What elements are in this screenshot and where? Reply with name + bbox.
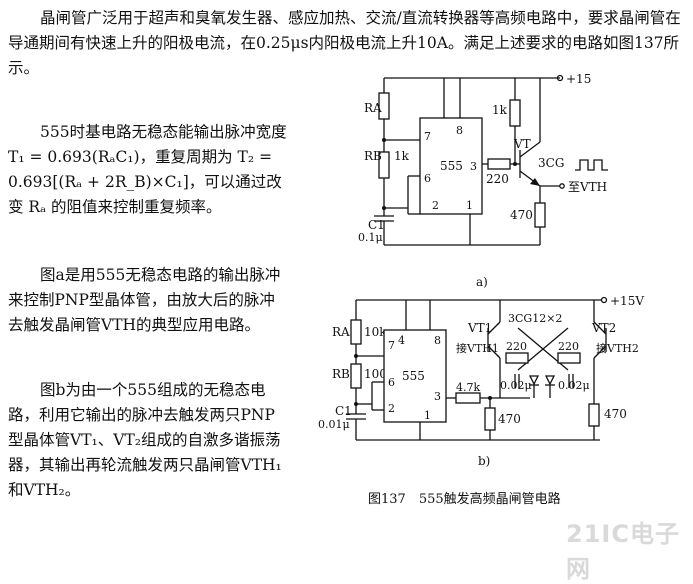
svg-text:RA: RA xyxy=(364,101,382,115)
svg-text:0.1μ: 0.1μ xyxy=(358,231,383,244)
svg-text:6: 6 xyxy=(424,172,431,185)
svg-text:b): b) xyxy=(478,454,490,468)
svg-text:3: 3 xyxy=(434,390,441,403)
svg-text:3: 3 xyxy=(470,160,477,173)
ic-555-b xyxy=(383,329,447,423)
svg-text:接VTH2: 接VTH2 xyxy=(596,342,639,355)
svg-text:RB: RB xyxy=(364,149,382,163)
resistor-rb-b xyxy=(350,363,362,389)
resistor-ra-b xyxy=(350,319,362,345)
diode-2 xyxy=(544,375,556,386)
svg-text:0.02μ: 0.02μ xyxy=(500,379,532,392)
svg-text:470: 470 xyxy=(604,407,627,421)
svg-text:0.02μ: 0.02μ xyxy=(558,379,590,392)
svg-text:C1: C1 xyxy=(335,404,352,418)
circuit-a-diagram: +15 RA RB 1k 555 7 8 6 3 2 1 C1 0.1μ 220… xyxy=(358,72,608,289)
resistor-220-b1 xyxy=(505,352,529,364)
svg-text:7: 7 xyxy=(424,130,431,143)
ic-555-a xyxy=(419,117,483,215)
resistor-4k7 xyxy=(455,392,481,404)
svg-text:1k: 1k xyxy=(492,103,508,117)
svg-text:1: 1 xyxy=(466,199,473,212)
supply-label: +15 xyxy=(566,72,591,86)
circuit-b-diagram: +15V RA 10k RB 100 555 7 4 8 6 3 2 1 C1 … xyxy=(318,294,644,468)
timing-paragraph: 555时基电路无稳态能输出脉冲宽度 T₁ = 0.693(RₐC₁)，重复周期为… xyxy=(8,123,287,216)
resistor-220-b2 xyxy=(557,352,581,364)
svg-text:6: 6 xyxy=(388,376,395,389)
resistor-470-b2 xyxy=(588,403,600,427)
svg-text:555: 555 xyxy=(402,369,425,383)
svg-text:RB: RB xyxy=(332,367,350,381)
svg-text:RA: RA xyxy=(332,325,350,339)
svg-text:3CG12×2: 3CG12×2 xyxy=(508,312,562,325)
svg-text:7: 7 xyxy=(388,339,395,352)
figure-a-paragraph: 图a是用555无稳态电路的输出脉冲来控制PNP型晶体管，由放大后的脉冲去触发晶闸… xyxy=(8,266,281,334)
resistor-470-b1 xyxy=(484,407,496,431)
svg-text:3CG: 3CG xyxy=(538,156,564,170)
svg-text:8: 8 xyxy=(434,334,441,347)
svg-text:VT: VT xyxy=(513,137,531,151)
diode-1 xyxy=(528,375,540,386)
svg-text:C1: C1 xyxy=(368,218,385,232)
svg-text:470: 470 xyxy=(510,208,533,222)
svg-text:4.7k: 4.7k xyxy=(456,381,480,394)
svg-text:555: 555 xyxy=(440,159,463,173)
svg-text:1k: 1k xyxy=(394,149,410,163)
svg-text:220: 220 xyxy=(486,172,509,186)
svg-text:1: 1 xyxy=(424,409,431,422)
svg-text:220: 220 xyxy=(558,340,579,353)
svg-text:VT2: VT2 xyxy=(591,321,616,335)
svg-text:至VTH: 至VTH xyxy=(568,180,607,194)
svg-text:0.01μ: 0.01μ xyxy=(318,418,350,431)
intro-paragraph: 晶闸管广泛用于超声和臭氧发生器、感应加热、交流/直流转换器等高频电路中，要求晶闸… xyxy=(8,9,681,77)
figure-caption: 图137 555触发高频晶闸管电路 xyxy=(368,492,561,507)
figure-b-paragraph: 图b为由一个555组成的无稳态电路，利用它输出的脉冲去触发两只PNP型晶体管VT… xyxy=(8,381,282,499)
svg-text:220: 220 xyxy=(506,340,527,353)
svg-text:+15V: +15V xyxy=(610,294,644,308)
svg-text:4: 4 xyxy=(398,334,405,347)
svg-text:接VTH1: 接VTH1 xyxy=(456,342,499,355)
svg-text:8: 8 xyxy=(456,124,463,137)
svg-text:100: 100 xyxy=(364,367,387,381)
svg-text:a): a) xyxy=(476,275,488,289)
svg-text:2: 2 xyxy=(432,199,439,212)
svg-text:VT1: VT1 xyxy=(467,321,492,335)
svg-text:2: 2 xyxy=(388,402,395,415)
watermark-logo: 21IC电子网 xyxy=(566,520,680,583)
svg-text:10k: 10k xyxy=(364,325,387,339)
svg-text:470: 470 xyxy=(498,412,521,426)
